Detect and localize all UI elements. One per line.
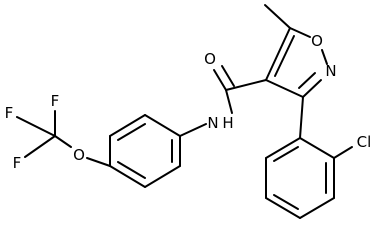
bond-co-a [213,69,227,91]
bond-c3-c4 [265,79,304,98]
bond-ar2-cl [333,146,353,159]
bond-n2-c3-double [298,72,316,89]
bond-co-b [221,65,235,87]
bond-c4-c5 [265,27,291,81]
bond-c5-methyl [264,4,291,29]
atom-label-fluorine-3: F [13,154,22,172]
atom-label-ether-oxygen: O [73,146,85,164]
bond-ar1-1 [144,114,181,137]
atom-label-ring-oxygen: O [311,32,323,50]
bond-ar1-d1 [117,123,146,141]
bond-n-aryl [179,123,207,137]
bond-c-f3 [24,135,56,158]
bond-ar1-d2 [117,161,146,179]
structure-drawing: O O N Cl N H O F F F [5,4,372,219]
bond-c-f2 [16,116,56,137]
bond-c4-c5-double [274,35,295,77]
atom-label-fluorine-1: F [51,92,60,110]
bond-c3-ar2 [299,96,304,139]
bond-ar2-d2 [273,194,299,210]
atom-label-ring-nitrogen: N [325,62,336,80]
bond-c4-ccarbonyl [225,79,267,91]
atom-label-amide-hydrogen: H [222,114,233,132]
bond-o-cf3 [54,135,72,148]
bond-ar2-1 [299,137,335,159]
atom-label-chlorine: Cl [357,133,372,151]
bond-c5-o1 [289,27,311,38]
atom-label-amide-nitrogen: N [207,114,218,132]
bond-ccarbonyl-n [225,89,233,114]
bond-o1-n2 [321,49,328,65]
molecule-canvas: O O N Cl N H O F F F [5,4,372,219]
bond-ar1-5 [144,165,181,188]
bond-n2-c3 [302,79,322,98]
bond-ar1-2 [109,114,146,137]
atom-label-fluorine-2: F [5,104,14,122]
bond-ar2-3 [299,197,335,219]
bond-ar2-6 [265,137,301,159]
bond-ar1-4 [109,165,146,188]
bond-ar2-d3 [273,146,299,162]
bond-ar-o [86,157,111,167]
atom-label-carbonyl-oxygen: O [204,50,216,68]
bond-ar2-4 [265,197,301,219]
